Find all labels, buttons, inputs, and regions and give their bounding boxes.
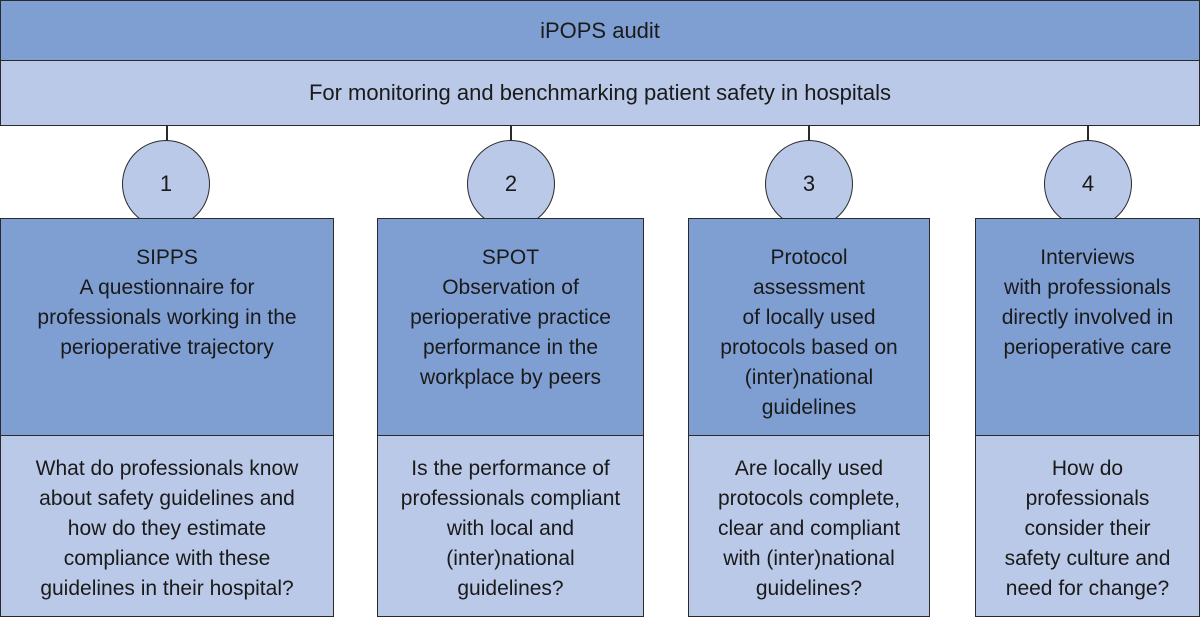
connector-4 xyxy=(1087,126,1089,141)
step-number-4: 4 xyxy=(1081,171,1095,196)
question-box-spot: Is the performance of professionals comp… xyxy=(377,435,644,617)
question-line: Are locally used xyxy=(734,457,884,480)
method-line: directly involved in xyxy=(1001,306,1174,329)
question-line: how do they estimate xyxy=(67,517,267,540)
question-line: clear and compliant xyxy=(717,517,901,540)
question-line: professionals compliant xyxy=(400,487,621,510)
question-line: guidelines? xyxy=(755,577,863,600)
question-line: (inter)national xyxy=(446,547,575,570)
question-box-sipps: What do professionals know about safety … xyxy=(0,435,334,617)
step-number-3: 3 xyxy=(802,171,816,196)
method-line: professionals working in the xyxy=(37,306,297,329)
question-box-protocol: Are locally used protocols complete, cle… xyxy=(688,435,930,617)
question-line: consider their xyxy=(1024,517,1151,540)
method-line: perioperative practice xyxy=(410,306,611,329)
question-line: professionals xyxy=(1025,487,1150,510)
method-box-protocol: Protocol assessment of locally used prot… xyxy=(688,218,930,436)
question-line: with local and xyxy=(446,517,575,540)
step-circle-3: 3 xyxy=(765,140,853,228)
question-box-interviews: How do professionals consider their safe… xyxy=(975,435,1200,617)
method-line: protocols based on xyxy=(720,336,898,359)
step-circle-4: 4 xyxy=(1044,140,1132,228)
step-circle-1: 1 xyxy=(122,140,210,228)
method-line: A questionnaire for xyxy=(79,276,255,299)
method-line: (inter)national xyxy=(744,366,874,389)
method-line: of locally used xyxy=(742,306,876,329)
method-line: with professionals xyxy=(1004,276,1171,299)
question-line: with (inter)national xyxy=(723,547,895,570)
method-line: guidelines xyxy=(761,396,857,419)
question-line: Is the performance of xyxy=(411,457,610,480)
question-line: protocols complete, xyxy=(717,487,901,510)
method-line: Observation of xyxy=(442,276,579,299)
method-line: perioperative trajectory xyxy=(60,336,274,359)
method-line: SPOT xyxy=(481,246,540,269)
step-number-2: 2 xyxy=(504,171,518,196)
question-line: safety culture and xyxy=(1004,547,1171,570)
method-line: perioperative care xyxy=(1003,336,1172,359)
diagram-subtitle-text: For monitoring and benchmarking patient … xyxy=(308,80,892,105)
question-line: guidelines? xyxy=(457,577,564,600)
question-line: compliance with these xyxy=(63,547,271,570)
connector-1 xyxy=(166,126,168,141)
question-line: What do professionals know xyxy=(35,457,299,480)
method-line: Protocol xyxy=(770,246,848,269)
method-line: Interviews xyxy=(1040,246,1135,269)
question-line: How do xyxy=(1051,457,1124,480)
connector-2 xyxy=(510,126,512,141)
question-line: guidelines in their hospital? xyxy=(40,577,294,600)
step-circle-2: 2 xyxy=(467,140,555,228)
method-line: performance in the xyxy=(422,336,599,359)
method-box-sipps: SIPPS A questionnaire for professionals … xyxy=(0,218,334,436)
method-line: assessment xyxy=(752,276,866,299)
diagram-title: iPOPS audit xyxy=(0,0,1200,62)
connector-3 xyxy=(808,126,810,141)
diagram-subtitle: For monitoring and benchmarking patient … xyxy=(0,60,1200,126)
question-line: need for change? xyxy=(1005,577,1170,600)
method-box-spot: SPOT Observation of perioperative practi… xyxy=(377,218,644,436)
method-box-interviews: Interviews with professionals directly i… xyxy=(975,218,1200,436)
method-line: SIPPS xyxy=(136,246,198,269)
method-line: workplace by peers xyxy=(420,366,601,389)
step-number-1: 1 xyxy=(159,171,173,196)
question-line: about safety guidelines and xyxy=(39,487,295,510)
diagram-title-text: iPOPS audit xyxy=(540,18,660,43)
